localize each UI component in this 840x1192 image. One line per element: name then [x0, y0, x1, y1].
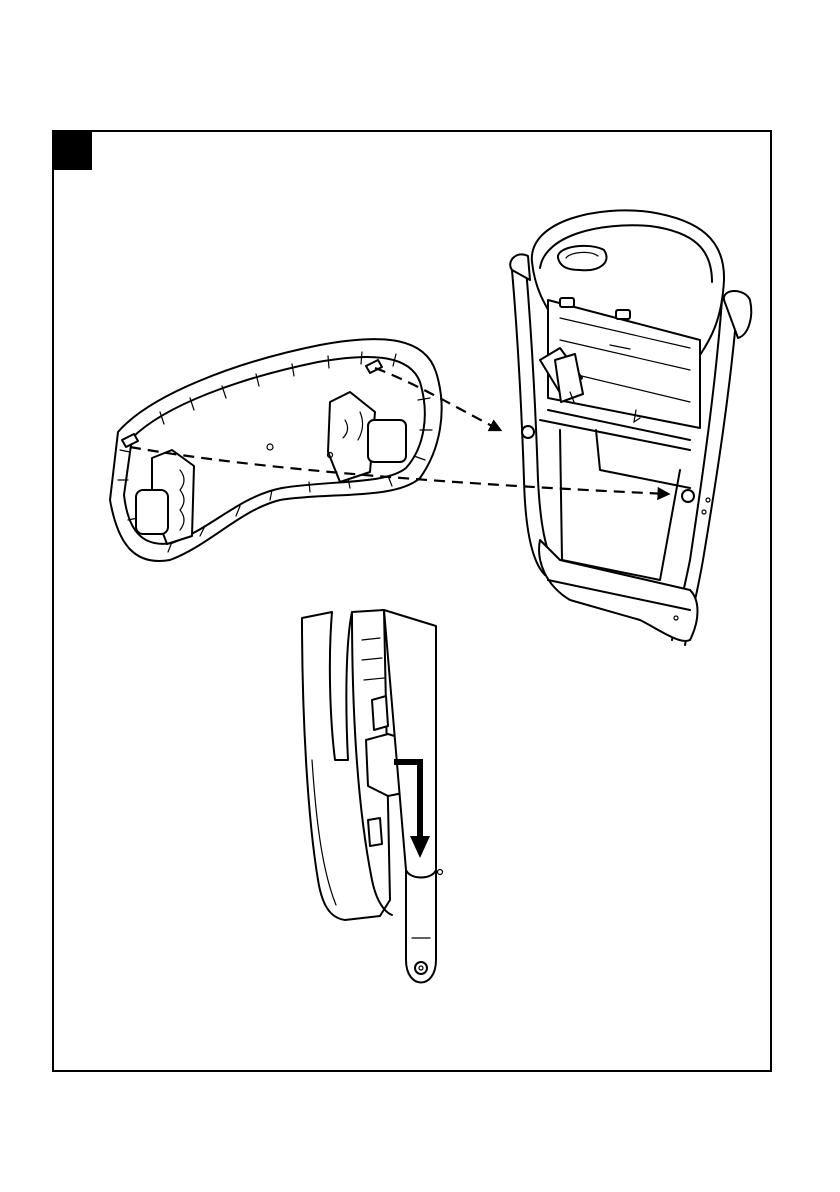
folded-high-chair: [510, 210, 751, 645]
tray-underside: [110, 339, 442, 561]
tray-clip-detail: [302, 610, 443, 983]
